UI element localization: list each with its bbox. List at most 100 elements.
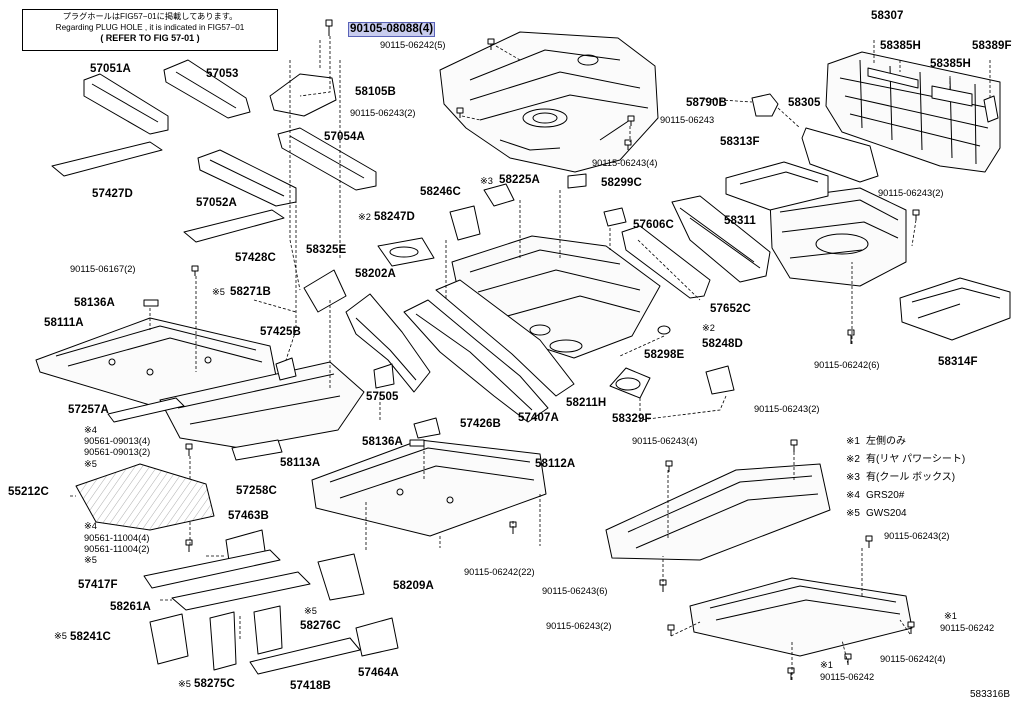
part-callout[interactable]: 90561-11004(4)	[84, 533, 150, 543]
part-callout[interactable]: 57053	[206, 68, 239, 80]
part-callout[interactable]: 58311	[724, 215, 756, 227]
bracket-58247D[interactable]	[449, 205, 481, 241]
part-callout[interactable]: 58209A	[393, 580, 434, 592]
rear-panel-brace-a[interactable]	[867, 67, 919, 89]
part-callout[interactable]: 58247D	[374, 211, 415, 223]
seat-support-57425B[interactable]	[275, 357, 297, 381]
bolt-icon[interactable]	[627, 115, 635, 126]
front-floor-side-member-57407A[interactable]	[403, 299, 549, 423]
bracket-58136A-lower[interactable]	[409, 439, 425, 447]
bolt-icon[interactable]	[624, 139, 632, 150]
part-callout[interactable]: 57428C	[235, 252, 276, 264]
part-callout[interactable]: ※5	[212, 287, 225, 297]
dash-cross-member-57053[interactable]	[163, 59, 251, 119]
part-callout[interactable]: 58136A	[74, 297, 115, 309]
rear-side-member-57652C[interactable]	[621, 225, 711, 299]
bracket-58136A-upper[interactable]	[143, 299, 159, 307]
bracket-58225A[interactable]	[567, 173, 587, 189]
part-callout[interactable]: 57426B	[460, 418, 501, 430]
bracket-58790B[interactable]	[751, 93, 779, 117]
part-callout[interactable]: 57464A	[358, 667, 399, 679]
bracket-58246C[interactable]	[483, 183, 515, 207]
front-crossmember-57054A[interactable]	[277, 127, 377, 191]
part-callout[interactable]: 90561-11004(2)	[84, 544, 150, 554]
part-callout[interactable]: 57505	[366, 391, 399, 403]
part-callout[interactable]: 90115-06243(2)	[546, 621, 612, 631]
part-callout[interactable]: 57054A	[324, 131, 365, 143]
rear-panel-bracket[interactable]	[983, 95, 999, 123]
floor-crossmember-57418B[interactable]	[249, 637, 361, 675]
bolt-icon[interactable]	[456, 107, 464, 118]
part-callout[interactable]: 58305	[788, 97, 821, 109]
rear-floor-pan-lower-a[interactable]	[605, 463, 831, 561]
part-callout[interactable]: 90561-09013(2)	[84, 447, 151, 457]
rear-panel-brace-b[interactable]	[931, 85, 973, 107]
part-callout[interactable]: 57051A	[90, 63, 131, 75]
part-callout[interactable]: 58225A	[499, 174, 540, 186]
part-callout[interactable]: ※5	[178, 679, 191, 689]
part-callout[interactable]: 57417F	[78, 579, 118, 591]
bracket-58275C[interactable]	[209, 611, 237, 671]
part-callout[interactable]: 57418B	[290, 680, 331, 692]
part-callout[interactable]: 58211H	[566, 397, 607, 409]
part-callout[interactable]: 58105B	[355, 86, 396, 98]
dash-cross-member-57051A[interactable]	[83, 73, 169, 135]
part-callout[interactable]: 90115-06242(6)	[814, 360, 880, 370]
part-callout[interactable]: 57652C	[710, 303, 751, 315]
part-callout[interactable]: 58325E	[306, 244, 347, 256]
bolt-icon[interactable]	[185, 443, 193, 456]
bracket-58276C[interactable]	[253, 605, 283, 655]
part-callout[interactable]: 57257A	[68, 404, 109, 416]
part-callout[interactable]: 58112A	[535, 458, 576, 470]
reinforcement-58298E[interactable]	[657, 325, 671, 335]
seat-mount-58325E[interactable]	[377, 237, 435, 267]
floor-center-member-58211H[interactable]	[435, 279, 575, 397]
part-callout[interactable]: ※1	[820, 660, 833, 670]
bracket-58271B[interactable]	[303, 269, 347, 313]
part-callout[interactable]: 58313F	[720, 136, 760, 148]
part-callout[interactable]: 90115-06243(2)	[350, 108, 416, 118]
part-callout[interactable]: 58299C	[601, 177, 642, 189]
part-callout[interactable]: ※5	[304, 606, 317, 616]
part-callout[interactable]: ※5	[84, 555, 97, 565]
rear-body-panel[interactable]	[825, 51, 1001, 173]
part-callout[interactable]: 58202A	[355, 268, 396, 280]
part-callout[interactable]: 57052A	[196, 197, 237, 209]
rear-side-member-57606C[interactable]	[671, 195, 771, 283]
bracket-58248D[interactable]	[705, 365, 735, 395]
seat-mount-58329F[interactable]	[609, 367, 651, 399]
part-callout[interactable]: 90115-06242	[820, 672, 875, 682]
part-callout[interactable]: 90115-06167(2)	[70, 264, 136, 274]
bracket-58241C[interactable]	[149, 613, 189, 665]
bolt-icon[interactable]	[191, 265, 199, 276]
part-callout[interactable]: ※4	[84, 521, 97, 531]
bracket-57464A[interactable]	[355, 617, 399, 657]
part-callout[interactable]: 57407A	[518, 412, 559, 424]
bolt-icon[interactable]	[912, 209, 920, 220]
bolt-icon[interactable]	[667, 624, 675, 636]
part-callout[interactable]: 57463B	[228, 510, 269, 522]
part-callout[interactable]: 58136A	[362, 436, 403, 448]
part-callout[interactable]: 58248D	[702, 338, 743, 350]
part-callout[interactable]: ※5	[84, 459, 97, 469]
floor-crossmember-58261A[interactable]	[171, 571, 311, 611]
bolt-icon[interactable]	[907, 621, 915, 634]
bolt-icon[interactable]	[847, 329, 855, 344]
bolt-icon[interactable]	[325, 19, 333, 36]
part-callout[interactable]: 55212C	[8, 486, 49, 498]
bracket-57505[interactable]	[373, 363, 395, 389]
part-callout[interactable]: 58385H	[930, 58, 971, 70]
floor-crossmember-57427D[interactable]	[51, 141, 163, 177]
bolt-icon[interactable]	[487, 38, 495, 50]
floor-reinforcement-57258C[interactable]	[231, 439, 283, 461]
part-callout[interactable]: 90115-06243(4)	[592, 158, 658, 168]
part-callout[interactable]: 58389F	[972, 40, 1012, 52]
rear-crossmember-58313F[interactable]	[725, 161, 829, 211]
bracket-58299C[interactable]	[603, 207, 627, 227]
part-callout[interactable]: 90115-06243(2)	[754, 404, 820, 414]
part-callout[interactable]: ※4	[84, 425, 97, 435]
rear-floor-pan-lower-b[interactable]	[689, 577, 913, 657]
part-callout[interactable]: 58241C	[70, 631, 111, 643]
floor-side-member-58314F[interactable]	[899, 277, 1011, 341]
rear-floor-pan-upper[interactable]	[439, 31, 659, 173]
